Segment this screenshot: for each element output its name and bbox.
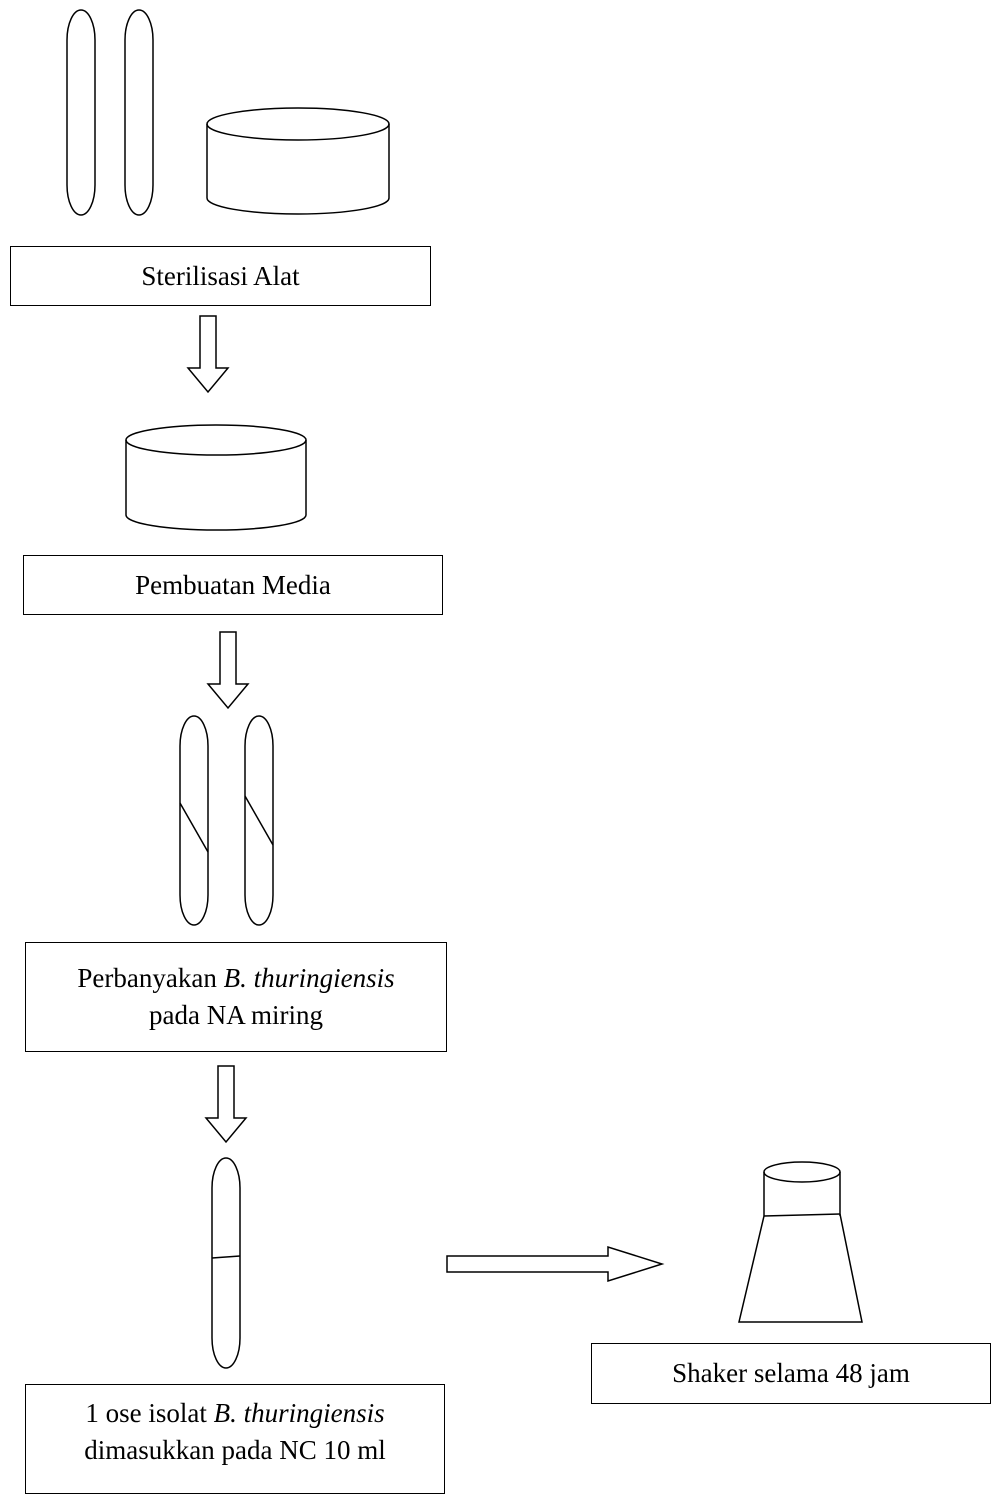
step-pembuatan-media: Pembuatan Media bbox=[23, 555, 443, 615]
step-label: Shaker selama 48 jam bbox=[672, 1358, 910, 1388]
step-label: Pembuatan Media bbox=[135, 569, 331, 600]
step-perbanyakan: Perbanyakan B. thuringiensis pada NA mir… bbox=[25, 942, 447, 1052]
hollow-arrow-icon bbox=[446, 1245, 665, 1283]
slant-tube-icon bbox=[179, 715, 209, 926]
petri-dish-icon bbox=[125, 424, 307, 531]
species-name: B. thuringiensis bbox=[213, 1398, 385, 1428]
step-label: Sterilisasi Alat bbox=[141, 260, 300, 291]
step-label-prefix: 1 ose isolat bbox=[85, 1398, 214, 1428]
species-name: B. thuringiensis bbox=[223, 963, 395, 993]
petri-dish-icon bbox=[206, 107, 390, 215]
test-tube-icon bbox=[66, 9, 96, 216]
step-text: Perbanyakan B. thuringiensis pada NA mir… bbox=[77, 960, 394, 1034]
broth-tube-icon bbox=[211, 1157, 241, 1369]
hollow-arrow-icon bbox=[206, 631, 250, 710]
step-label-prefix: Perbanyakan bbox=[77, 963, 224, 993]
step-text: 1 ose isolat B. thuringiensis dimasukkan… bbox=[84, 1395, 385, 1469]
test-tube-icon bbox=[124, 9, 154, 216]
step-ose-isolat: 1 ose isolat B. thuringiensis dimasukkan… bbox=[25, 1384, 445, 1494]
flask-icon bbox=[738, 1161, 863, 1323]
step-label-line2: dimasukkan pada NC 10 ml bbox=[84, 1435, 386, 1465]
step-label-line2: pada NA miring bbox=[149, 1000, 323, 1030]
step-shaker: Shaker selama 48 jam bbox=[591, 1343, 991, 1404]
hollow-arrow-icon bbox=[204, 1065, 248, 1144]
slant-tube-icon bbox=[244, 715, 274, 926]
step-sterilisasi-alat: Sterilisasi Alat bbox=[10, 246, 431, 306]
hollow-arrow-icon bbox=[186, 315, 230, 394]
